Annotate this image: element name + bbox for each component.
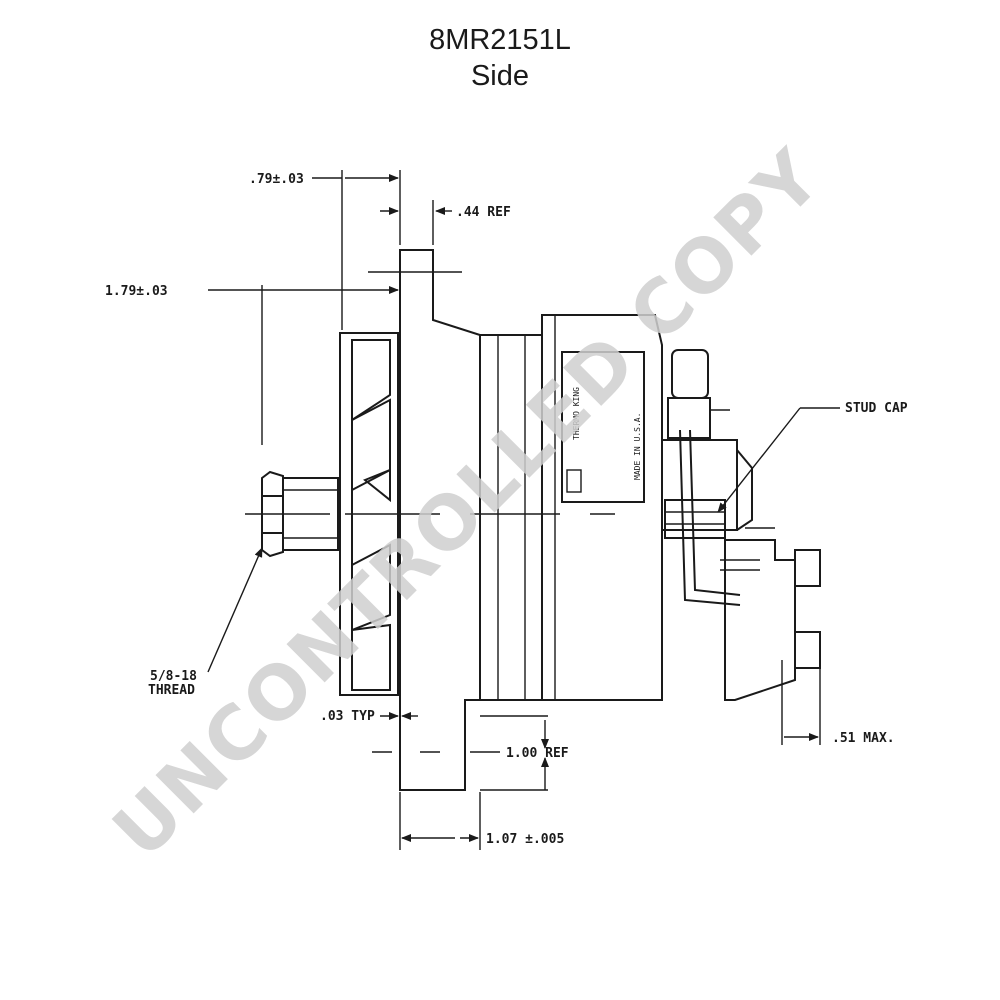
dim-label-3: 1.79±.03 — [105, 284, 168, 299]
dim-label-9: .51 MAX. — [832, 731, 895, 746]
view-label: Side — [470, 60, 530, 92]
dim-label-2: .44 REF — [456, 205, 511, 220]
rear-terminals — [661, 349, 821, 701]
dim-label-5: 5/8-18 — [150, 669, 197, 684]
dim-label-7: .03 TYP — [320, 709, 375, 724]
dim-label-4: STUD CAP — [845, 401, 908, 416]
dimension-labels: .79±.03 .44 REF 1.79±.03 STUD CAP 5/8-18… — [105, 172, 908, 847]
nameplate-brand: THERMO KING — [572, 387, 581, 440]
dimension-lines — [207, 170, 840, 850]
title-block: 8MR2151L Side — [0, 22, 1000, 94]
fan-pulley — [339, 332, 399, 696]
centerline — [245, 513, 775, 529]
dim-label-10: 1.07 ±.005 — [486, 832, 564, 847]
dim-label-6: THREAD — [148, 683, 195, 698]
watermark: UNCONTROLLED COPY — [97, 133, 838, 874]
part-number: 8MR2151L — [429, 24, 571, 56]
nameplate: THERMO KING MADE IN U.S.A. — [561, 351, 645, 503]
dim-label-1: .79±.03 — [249, 172, 304, 187]
dim-label-8: 1.00 REF — [506, 746, 569, 761]
nameplate-made-in: MADE IN U.S.A. — [633, 413, 642, 480]
